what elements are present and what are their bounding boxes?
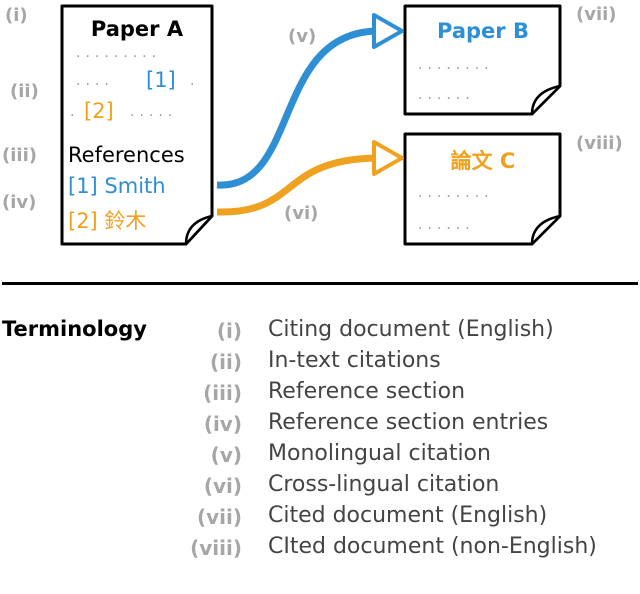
paper-a-document: Paper A ......... .... [1] . . [2] .....… <box>60 4 214 246</box>
references-heading: References <box>68 143 185 167</box>
term-description: Reference section entries <box>268 410 549 435</box>
marker-vii: (vii) <box>576 4 617 25</box>
in-text-citation-1: [1] <box>146 68 176 92</box>
terminology-title: Terminology <box>2 317 147 341</box>
term-number: (v) <box>210 443 242 467</box>
marker-iii: (iii) <box>2 145 37 166</box>
term-number: (vi) <box>203 474 242 498</box>
term-description: In-text citations <box>268 348 441 373</box>
paper-a-dots-row-3-start: . <box>70 104 74 120</box>
monolingual-citation-arrow <box>216 13 404 189</box>
term-description: Reference section <box>268 379 466 404</box>
paper-c-document: 論文 C ........ ...... <box>403 132 562 246</box>
paper-b-dots-row-1: ........ <box>418 57 494 73</box>
paper-c-dots-row-2: ...... <box>418 217 475 233</box>
paper-a-dots-row-1: ......... <box>76 45 161 61</box>
marker-viii: (viii) <box>576 133 623 154</box>
paper-a-title: Paper A <box>91 17 184 41</box>
term-number: (iii) <box>203 381 242 405</box>
paper-c-dots-row-1: ........ <box>418 185 494 201</box>
marker-ii: (ii) <box>10 81 39 102</box>
term-number: (vii) <box>196 505 242 529</box>
citation-diagram: Paper A ......... .... [1] . . [2] .....… <box>2 4 623 246</box>
marker-iv: (iv) <box>2 192 36 213</box>
section-divider <box>2 282 638 285</box>
marker-i: (i) <box>5 5 28 26</box>
term-number: (ii) <box>210 350 242 374</box>
paper-b-dots-row-2: ...... <box>418 87 475 103</box>
term-description: Citing document (English) <box>268 317 554 342</box>
in-text-citation-2: [2] <box>84 99 114 123</box>
marker-v: (v) <box>288 26 316 47</box>
cross-lingual-citation-arrow <box>216 140 404 216</box>
term-number: (i) <box>216 319 242 343</box>
paper-b-title: Paper B <box>437 19 529 43</box>
term-number: (iv) <box>203 412 242 436</box>
marker-vi: (vi) <box>284 203 318 224</box>
paper-a-dots-row-3: ..... <box>130 104 177 120</box>
term-description: Cited document (English) <box>268 503 548 528</box>
term-description: Cross-lingual citation <box>268 472 500 497</box>
paper-c-title: 論文 C <box>451 149 516 173</box>
term-description: CIted document (non-English) <box>268 534 597 559</box>
paper-a-dots-row-2: .... <box>76 73 114 89</box>
reference-entry-1: [1] Smith <box>68 174 166 198</box>
term-number: (viii) <box>190 536 242 560</box>
reference-entry-2: [2] 鈴木 <box>68 209 146 233</box>
paper-b-document: Paper B ........ ...... <box>403 4 562 116</box>
term-description: Monolingual citation <box>268 441 491 466</box>
paper-a-dots-row-2-end: . <box>190 73 194 89</box>
